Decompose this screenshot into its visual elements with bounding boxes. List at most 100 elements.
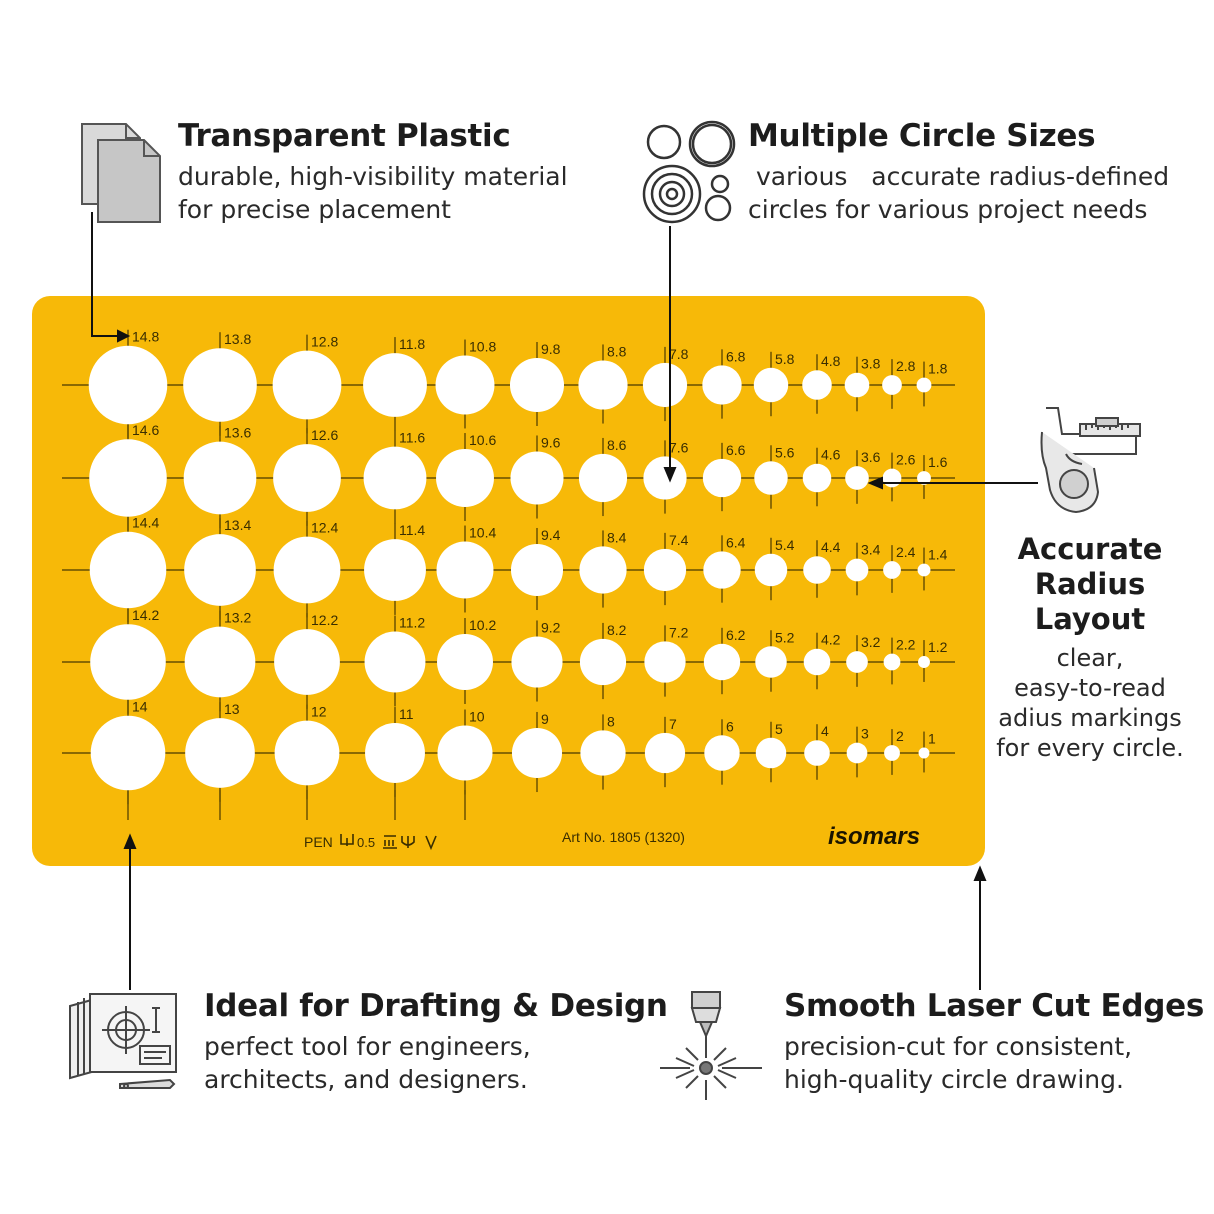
feature-laser: Smooth Laser Cut Edges precision-cut for… (784, 988, 1204, 1096)
circle-hole (88, 345, 168, 425)
circle-hole (883, 561, 901, 579)
size-label: 8.8 (607, 343, 627, 359)
size-label: 9.2 (541, 619, 561, 635)
circle-hole (274, 629, 340, 695)
size-label: 8.4 (607, 529, 627, 545)
circle-hole (918, 656, 930, 668)
feature-title: Layout (1034, 602, 1146, 636)
size-label: 8.2 (607, 622, 627, 638)
circle-hole (802, 370, 832, 400)
size-label: 4 (821, 723, 829, 739)
circle-hole (754, 553, 788, 587)
size-label: 14.6 (132, 422, 159, 438)
feature-desc-line: easy-to-read (1014, 674, 1166, 702)
size-label: 4.6 (821, 447, 841, 463)
connector-transparent (91, 212, 120, 337)
arrow-head (123, 833, 137, 849)
circle-hole (437, 725, 493, 781)
blueprint-icon (66, 988, 186, 1097)
circle-hole (918, 747, 930, 759)
size-label: 11.6 (399, 430, 425, 446)
size-label: 5.2 (775, 629, 795, 645)
circle-hole (437, 634, 493, 690)
circle-hole (579, 546, 627, 594)
size-label: 8.6 (607, 437, 627, 453)
circle-hole (435, 355, 495, 415)
feature-title: Ideal for Drafting & Design (204, 988, 668, 1024)
size-label: 6.6 (726, 442, 746, 458)
size-label: 5.8 (775, 351, 795, 367)
size-label: 12.8 (311, 334, 338, 350)
size-label: 9.6 (541, 434, 561, 450)
circle-hole (272, 350, 342, 420)
circle-hole (882, 468, 902, 488)
size-label: 2 (896, 728, 904, 744)
size-label: 13.6 (224, 425, 251, 441)
size-label: 8 (607, 713, 615, 729)
size-label: 3.4 (861, 542, 881, 558)
size-label: 2.2 (896, 637, 916, 653)
circle-hole (846, 742, 868, 764)
circle-hole (511, 727, 563, 779)
feature-desc-line: high-quality circle drawing. (784, 1065, 1124, 1094)
feature-desc-line: clear, (1056, 644, 1124, 672)
size-label: 10.8 (469, 339, 496, 355)
circle-hole (755, 646, 787, 678)
size-label: 5.4 (775, 537, 795, 553)
template-body (32, 296, 985, 866)
arrow-head (973, 865, 987, 881)
feature-desc-line: various accurate radius-defined (748, 162, 1170, 191)
size-label: 5.6 (775, 444, 795, 460)
brand-logo: isomars (828, 823, 920, 850)
size-label: 7.6 (669, 439, 689, 455)
pen-size: 0.5 (357, 835, 375, 850)
circle-hole (917, 471, 931, 485)
circle-hole (804, 740, 830, 766)
circle-hole (845, 558, 869, 582)
circle-hole (845, 466, 869, 490)
feature-desc-line: circles for various project needs (748, 195, 1148, 224)
circle-hole (704, 735, 740, 771)
feature-title: Multiple Circle Sizes (748, 118, 1096, 154)
circle-hole (90, 624, 166, 700)
circle-hole (184, 626, 256, 698)
feature-circles: Multiple Circle Sizes various accurate r… (748, 118, 1169, 226)
circle-hole (510, 451, 564, 505)
circle-hole (578, 453, 628, 503)
feature-desc-line: durable, high-visibility material (178, 162, 568, 191)
circle-hole (274, 720, 340, 786)
size-label: 6 (726, 718, 734, 734)
circle-hole (883, 653, 901, 671)
size-label: 10.2 (469, 617, 496, 633)
size-label: 13 (224, 701, 240, 717)
size-label: 3.2 (861, 634, 881, 650)
circle-hole (644, 732, 686, 774)
feature-title: Radius (1034, 567, 1146, 601)
circle-hole (510, 543, 564, 597)
circle-hole (363, 446, 427, 510)
size-label: 11.2 (399, 615, 425, 631)
feature-desc-line: adius markings (998, 704, 1182, 732)
circle-hole (578, 360, 628, 410)
size-label: 1 (928, 731, 936, 747)
circle-hole (436, 541, 494, 599)
size-label: 12 (311, 704, 327, 720)
size-label: 2.4 (896, 544, 916, 560)
circle-hole (754, 461, 788, 495)
size-label: 4.4 (821, 539, 841, 555)
size-label: 14.4 (132, 515, 159, 531)
size-label: 10.6 (469, 432, 496, 448)
circle-hole (511, 636, 563, 688)
size-label: 1.4 (928, 547, 948, 563)
circle-hole (643, 456, 687, 500)
size-label: 5 (775, 721, 783, 737)
size-label: 13.4 (224, 517, 251, 533)
size-label: 14.8 (132, 329, 159, 345)
circle-hole (803, 556, 831, 584)
circle-hole (643, 548, 687, 592)
circle-hole (882, 375, 902, 395)
size-label: 6.2 (726, 627, 746, 643)
circle-hole (703, 551, 741, 589)
circle-hole (89, 439, 167, 517)
feature-desc-line: perfect tool for engineers, (204, 1032, 531, 1061)
